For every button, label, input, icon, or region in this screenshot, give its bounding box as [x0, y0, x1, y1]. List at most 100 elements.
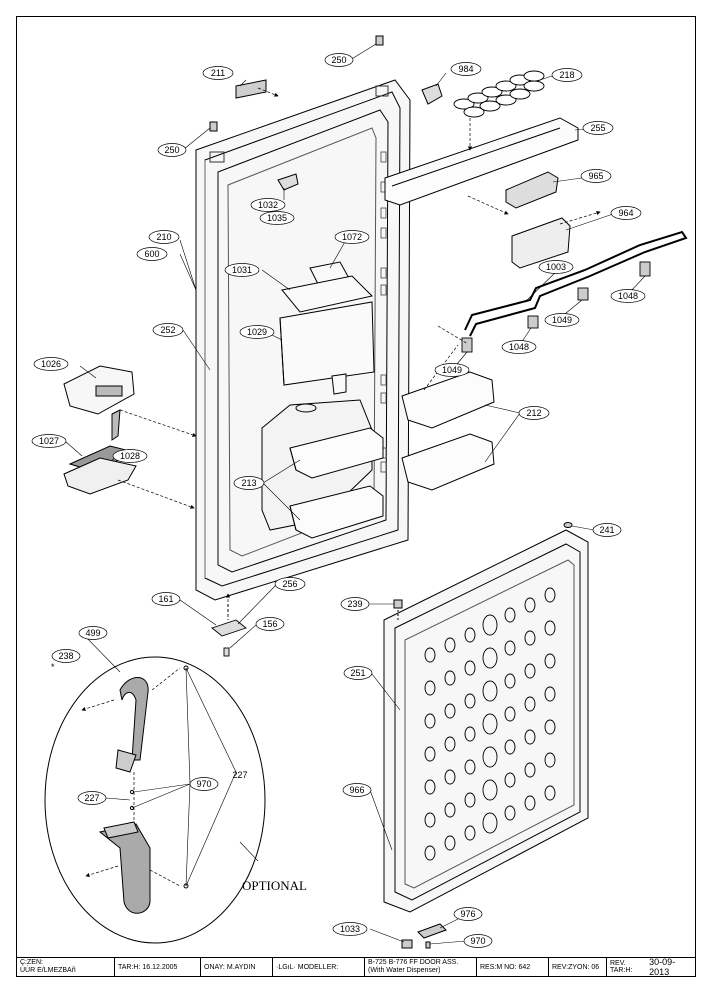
door-dimple [544, 686, 556, 702]
door-dimple [482, 713, 498, 735]
door-dimple [504, 805, 516, 821]
svg-text:238: 238 [58, 651, 73, 661]
door-dimple [424, 812, 436, 828]
callout-156: 156 [255, 617, 285, 631]
part-1048-1049-clips [461, 261, 651, 353]
svg-text:1033: 1033 [340, 924, 360, 934]
door-dimple [482, 812, 498, 834]
door-dimple [424, 680, 436, 696]
door-dimple [424, 779, 436, 795]
door-dimple [424, 746, 436, 762]
door-dimple [444, 835, 456, 851]
callout-241: 241 [592, 523, 622, 537]
svg-text:1026: 1026 [41, 359, 61, 369]
svg-text:600: 600 [144, 249, 159, 259]
door-dimple [424, 845, 436, 861]
callout-976: 976 [453, 907, 483, 921]
door-dimple [464, 759, 476, 775]
revision-date-cell: REV. TAR:H: 30-09-2013 [607, 958, 695, 976]
door-dimple [482, 614, 498, 636]
drawn-name: UÚR E/LMEZBAñ [20, 967, 76, 974]
svg-text:227: 227 [232, 770, 247, 780]
callout-964: 964 [610, 206, 642, 220]
svg-text:1072: 1072 [342, 232, 362, 242]
callout-213: 213 [233, 476, 265, 490]
svg-text:1035: 1035 [267, 213, 287, 223]
callout-1032: 1032 [250, 198, 286, 212]
callout-256: 256 [274, 577, 306, 591]
callout-1035: 1035 [259, 211, 295, 225]
svg-text:250: 250 [164, 145, 179, 155]
callout-218: 218 [551, 68, 583, 82]
svg-text:251: 251 [350, 668, 365, 678]
door-dimple [482, 647, 498, 669]
callout-1033: 1033 [332, 922, 368, 936]
door-dimple [524, 597, 536, 613]
callout-965: 965 [580, 169, 612, 183]
door-dimple [464, 825, 476, 841]
part-218-egg-tray [453, 70, 545, 118]
door-bin-212 [401, 371, 495, 491]
door-dimple [524, 663, 536, 679]
svg-text:1031: 1031 [232, 265, 252, 275]
svg-text:1003: 1003 [546, 262, 566, 272]
svg-text:227: 227 [84, 793, 99, 803]
callout-212: 212 [518, 406, 550, 420]
assembly-arrows [81, 87, 601, 887]
svg-text:984: 984 [458, 64, 473, 74]
svg-text:252: 252 [160, 325, 175, 335]
callout-499: 499 [78, 626, 108, 640]
callout-1027: 1027 [31, 434, 67, 448]
door-dimple [504, 607, 516, 623]
callout-252: 252 [152, 323, 184, 337]
svg-text:239: 239 [347, 599, 362, 609]
svg-text:161: 161 [158, 594, 173, 604]
callout-1031: 1031 [224, 263, 260, 277]
callout-984: 984 [450, 62, 482, 76]
svg-text:211: 211 [211, 68, 225, 78]
callout-238: 238 [51, 649, 81, 663]
door-dimple [444, 736, 456, 752]
models-label-cell: ·LGıL· MODELLER: [273, 958, 365, 976]
callout-161: 161 [151, 592, 181, 606]
fresh-food-door [383, 529, 589, 913]
svg-text:966: 966 [349, 785, 364, 795]
door-dimple [464, 627, 476, 643]
door-dimple [504, 739, 516, 755]
callout-970-handle: 970 [189, 777, 219, 791]
bottom-hinge-parts [401, 923, 447, 949]
door-dimple [544, 653, 556, 669]
callout-210: 210 [148, 230, 180, 244]
svg-text:970: 970 [470, 936, 485, 946]
door-dimple [464, 693, 476, 709]
part-250-caps [209, 35, 384, 132]
optional-handle-detail [44, 656, 266, 944]
revision-cell: REV:ZYON: 06 [549, 958, 607, 976]
svg-text:1048: 1048 [509, 342, 529, 352]
asterisk-mark: * [51, 662, 55, 672]
hinge-parts [211, 604, 247, 657]
callout-251: 251 [343, 666, 373, 680]
door-dimple [524, 630, 536, 646]
door-dimple [524, 729, 536, 745]
callout-1049-left: 1049 [434, 363, 470, 377]
door-dimple [464, 726, 476, 742]
svg-text:255: 255 [590, 123, 605, 133]
svg-text:1028: 1028 [120, 451, 140, 461]
rev-date-value: 30-09-2013 [649, 958, 676, 976]
callout-250-left: 250 [157, 143, 187, 157]
drawn-label: Ç:ZEN: [20, 959, 43, 966]
rev-date-label: REV. TAR:H: [610, 960, 633, 974]
svg-text:250: 250 [331, 55, 346, 65]
door-dimple [544, 587, 556, 603]
door-dimple [444, 802, 456, 818]
svg-text:964: 964 [618, 208, 633, 218]
model-cell: B-725 B-776 FF DOOR ASS. (With Water Dis… [365, 958, 477, 976]
drawing-number-cell: RES:M NO: 642 [477, 958, 549, 976]
svg-text:241: 241 [599, 525, 614, 535]
door-dimple [524, 696, 536, 712]
approved-cell: ONAY: M.AYDIN [201, 958, 273, 976]
door-dimple [444, 637, 456, 653]
callout-1029: 1029 [239, 325, 275, 339]
door-dimple [482, 680, 498, 702]
